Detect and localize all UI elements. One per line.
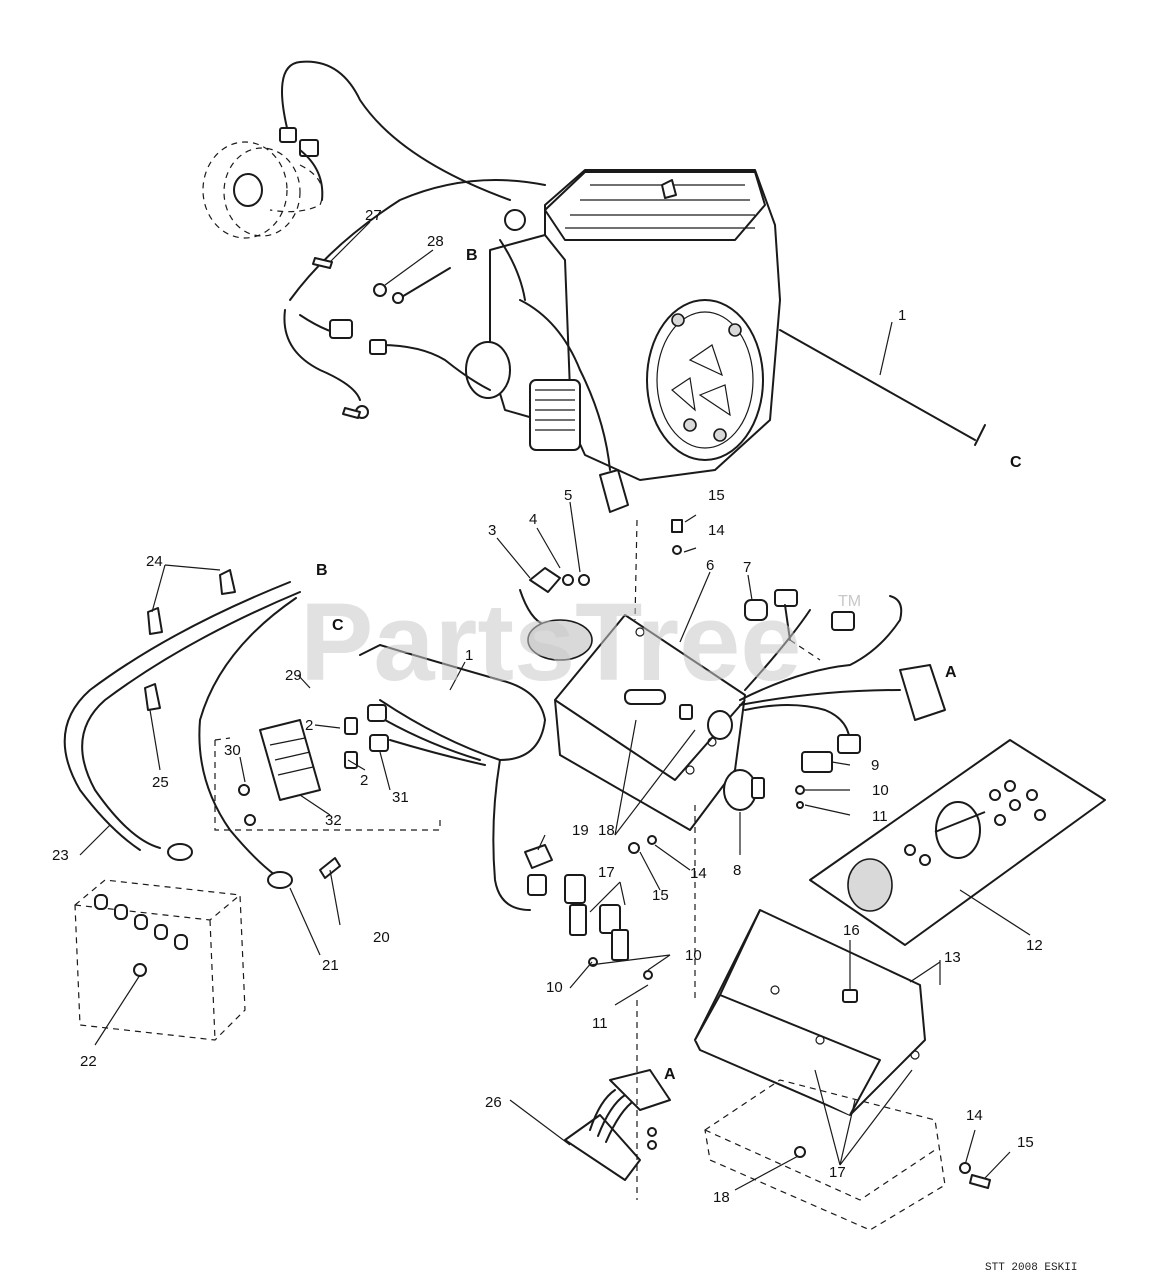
callout-21: 21 [322,957,339,974]
callout-13: 13 [944,949,961,966]
callout-4: 4 [529,511,537,528]
callout-18: 18 [598,822,615,839]
key-switch-3 [519,567,593,661]
callout-16: 16 [843,922,860,939]
callout-8: 8 [733,862,741,879]
tray-13 [694,909,926,1116]
callout-30: 30 [224,742,241,759]
callout-23: 23 [52,847,69,864]
fuse-block-32 [214,704,441,831]
callout-22: 22 [80,1053,97,1070]
callout-15: 15 [652,887,669,904]
clamp-25 [144,683,161,711]
callout-11: 11 [592,1015,608,1032]
callout-1: 1 [898,307,906,324]
main-harness [359,644,547,911]
callout-14: 14 [708,522,725,539]
watermark: PartsTree [300,581,801,704]
callout-18: 18 [713,1189,730,1206]
callout-7: 7 [743,559,751,576]
connector-label-B-left: B [316,562,328,579]
callout-15: 15 [1017,1134,1034,1151]
engine [465,169,781,513]
battery-cable-1-engine-end [779,329,976,441]
callout-12: 12 [1026,937,1043,954]
callout-28: 28 [427,233,444,250]
callout-31: 31 [392,789,409,806]
callout-6: 6 [706,557,714,574]
fasteners-14-15-engine [671,519,683,555]
drawing-code: STT 2008 ESKII [985,1262,1077,1274]
callout-2: 2 [305,717,313,734]
clamp-24a [219,569,236,595]
pto-clutch [202,141,324,239]
leader-lines [79,221,1031,1191]
callout-numbers: 1 1 2 2 3 4 5 6 7 8 9 10 10 10 11 11 12 … [52,207,1043,1206]
switch-9 [801,751,833,773]
callout-24: 24 [146,553,163,570]
fasteners-27-28 [312,257,451,419]
callout-14: 14 [690,865,707,882]
clamp-24b [147,607,163,635]
callout-5: 5 [564,487,572,504]
callout-19: 19 [572,822,589,839]
battery [74,843,341,1041]
callout-26: 26 [485,1094,502,1111]
connector-label-A-right: A [945,664,957,681]
callout-17: 17 [598,864,615,881]
callout-11: 11 [872,808,888,825]
callout-9: 9 [871,757,879,774]
connector-label-A-bottom: A [664,1066,676,1083]
tray-lower-dashed [704,1079,946,1231]
engine-harness [279,60,611,471]
control-bracket [554,614,746,831]
callout-20: 20 [373,929,390,946]
seat-switches [524,835,657,980]
connector-label-B-top: B [466,247,478,264]
callout-29: 29 [285,667,302,684]
gauge-panel-12 [809,739,1106,946]
callout-3: 3 [488,522,496,539]
callout-10: 10 [546,979,563,996]
regulator-26 [564,1069,671,1181]
callout-10: 10 [685,947,702,964]
callout-1: 1 [465,647,473,664]
battery-cables [63,581,301,876]
callout-25: 25 [152,774,169,791]
connector-label-C-right: C [1010,454,1022,471]
callout-15: 15 [708,487,725,504]
callout-10: 10 [872,782,889,799]
callout-14: 14 [966,1107,983,1124]
callout-17: 17 [829,1164,846,1181]
watermark-tm: TM [838,593,861,610]
connector-label-C-left: C [332,617,344,634]
callout-32: 32 [325,812,342,829]
callout-27: 27 [365,207,382,224]
callout-2: 2 [360,772,368,789]
